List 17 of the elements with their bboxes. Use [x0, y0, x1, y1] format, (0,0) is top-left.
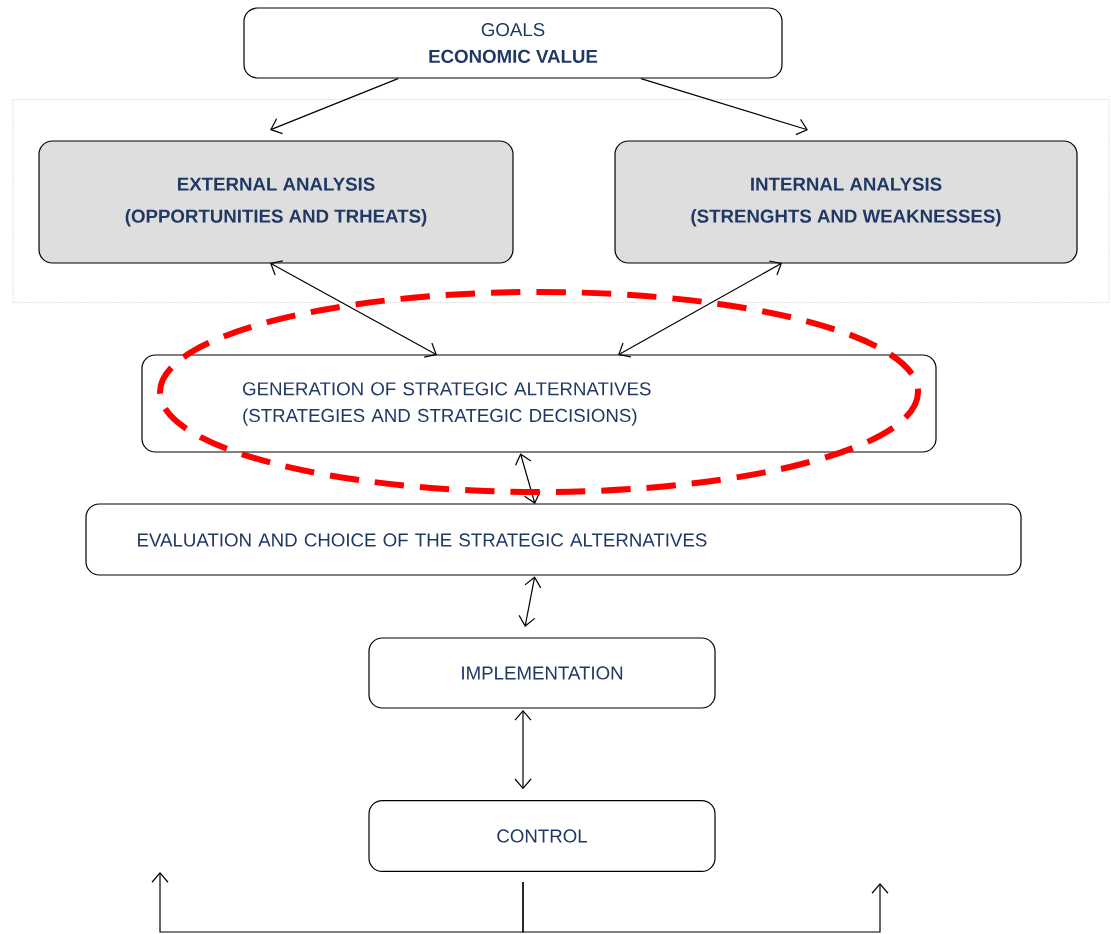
arrow	[514, 453, 541, 504]
analysis-box: EXTERNAL ANALYSIS (OPPORTUNITIES AND TRHEATS)	[38, 140, 514, 264]
arrow	[270, 78, 399, 135]
analysis-box: INTERNAL ANALYSIS (STRENGHTS AND WEAKNESSES)	[614, 140, 1078, 264]
arrow	[618, 260, 782, 358]
group-frame	[12, 99, 1110, 303]
arrow	[640, 78, 808, 136]
arrow	[522, 881, 889, 933]
arrow	[518, 576, 542, 627]
process-box: IMPLEMENTATION	[368, 637, 716, 709]
arrow	[514, 709, 532, 790]
goal-box: GOALS ECONOMIC VALUE	[243, 7, 783, 79]
arrow	[151, 872, 524, 933]
node-text: EVALUATION AND CHOICE OF THE STRATEGIC ALTERNATIVES	[138, 533, 707, 547]
process-box: CONTROL	[368, 799, 716, 873]
node-text: GENERATION OF STRATEGIC ALTERNATIVES (STRATEGIES AND STRATEGIC DECISIONS)	[243, 382, 651, 426]
arrow	[270, 260, 437, 358]
